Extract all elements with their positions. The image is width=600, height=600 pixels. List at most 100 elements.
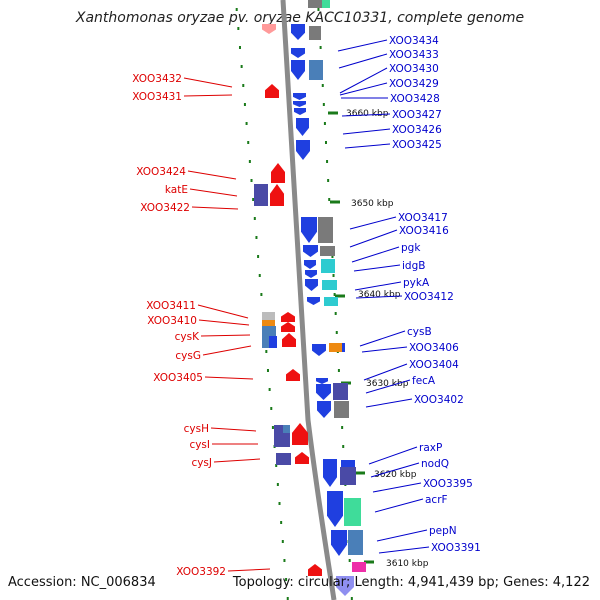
leader-line — [342, 128, 391, 135]
strand-dot — [265, 350, 268, 353]
gene-arrow-forward — [317, 401, 331, 418]
genome-summary-text: Topology: circular; Length: 4,941,439 bp… — [232, 575, 590, 590]
strand-dot — [334, 312, 337, 315]
gene-arrow-forward — [293, 93, 306, 100]
leader-line — [183, 77, 233, 88]
gene-block — [254, 184, 268, 206]
gene-label-pgk: pgk — [401, 242, 421, 254]
scale-tick-label: 3630 kbp — [366, 379, 409, 389]
gene-block — [322, 0, 330, 8]
gene-arrow-forward — [316, 378, 328, 384]
strand-dot — [238, 46, 241, 49]
leader-line — [349, 229, 398, 248]
gene-label-cysj: cysJ — [191, 457, 212, 469]
leader-line — [344, 143, 391, 149]
gene-block — [320, 246, 335, 256]
leader-line — [338, 53, 388, 69]
strand-dot — [283, 559, 286, 562]
gene-label-nodq: nodQ — [421, 458, 449, 470]
gene-arrow-reverse — [292, 423, 308, 445]
leader-line — [376, 529, 428, 542]
gene-block — [334, 401, 349, 418]
leader-line — [351, 246, 400, 263]
strand-dot — [253, 217, 256, 220]
leader-line — [339, 82, 388, 96]
gene-block — [352, 562, 366, 572]
strand-dot — [324, 141, 327, 144]
leader-line — [365, 379, 411, 394]
strand-dot — [280, 521, 283, 524]
gene-arrow-forward — [291, 24, 305, 40]
leader-line — [353, 264, 401, 272]
leader-line — [204, 376, 254, 380]
strand-dot — [250, 179, 253, 182]
leader-line — [372, 482, 422, 493]
gene-block — [329, 343, 342, 352]
strand-dot — [258, 274, 261, 277]
gene-label-cysb: cysB — [407, 326, 432, 338]
leader-line — [341, 113, 391, 117]
gene-block — [342, 343, 345, 352]
gene-block — [322, 280, 337, 290]
strand-dot — [257, 255, 260, 258]
gene-block — [321, 259, 335, 273]
strand-dot — [328, 198, 331, 201]
leader-line — [374, 498, 424, 513]
gene-label-xoo3405: XOO3405 — [153, 372, 203, 384]
gene-label-xoo3410: XOO3410 — [147, 315, 197, 327]
gene-label-xoo3425: XOO3425 — [392, 139, 442, 151]
gene-arrow-forward — [327, 491, 343, 527]
gene-label-xoo3426: XOO3426 — [392, 124, 442, 136]
gene-label-xoo3412: XOO3412 — [404, 291, 454, 303]
gene-block — [309, 60, 323, 80]
gene-block — [283, 425, 290, 433]
gene-label-xoo3434: XOO3434 — [389, 35, 439, 47]
gene-label-cysh: cysH — [184, 423, 209, 435]
gene-label-pyka: pykA — [403, 277, 430, 289]
gene-label-xoo3430: XOO3430 — [389, 63, 439, 75]
gene-label-xoo3417: XOO3417 — [398, 212, 448, 224]
strand-dot — [348, 559, 351, 562]
leader-line — [361, 346, 408, 353]
gene-label-xoo3424: XOO3424 — [136, 166, 186, 178]
gene-block — [269, 336, 277, 348]
gene-arrow-reverse — [265, 84, 279, 98]
leader-line — [365, 398, 413, 408]
strand-dot — [275, 464, 278, 467]
gene-block — [344, 498, 361, 526]
gene-arrow-forward — [307, 297, 320, 305]
gene-arrow-forward — [303, 245, 318, 257]
leader-line — [187, 170, 237, 180]
gene-arrow-forward — [331, 530, 347, 556]
gene-block — [309, 26, 321, 40]
leader-line — [378, 546, 430, 554]
strand-dot — [255, 236, 258, 239]
strand-dot — [286, 597, 289, 600]
gene-block — [318, 217, 333, 243]
gene-arrow-reverse — [270, 184, 284, 206]
strand-dot — [285, 578, 288, 581]
gene-label-xoo3395: XOO3395 — [423, 478, 473, 490]
gene-arrow-reverse — [295, 452, 309, 464]
gene-label-xoo3392: XOO3392 — [176, 566, 226, 578]
strand-dot — [247, 141, 250, 144]
gene-arrow-forward — [291, 48, 305, 58]
strand-dot — [341, 426, 344, 429]
gene-label-xoo3416: XOO3416 — [399, 225, 449, 237]
gene-label-xoo3432: XOO3432 — [132, 73, 182, 85]
gene-features — [254, 0, 366, 596]
gene-arrow-reverse — [262, 24, 276, 34]
gene-label-xoo3428: XOO3428 — [390, 93, 440, 105]
gene-label-cysi: cysI — [189, 439, 210, 451]
label-leaders — [183, 39, 430, 572]
accession-text: Accession: NC_006834 — [8, 575, 156, 590]
strand-dot — [237, 27, 240, 30]
strand-dot — [323, 122, 326, 125]
gene-label-raxp: raxP — [419, 442, 442, 454]
strand-dot — [326, 160, 329, 163]
strand-dot — [268, 388, 271, 391]
gene-arrow-reverse — [308, 564, 322, 576]
gene-arrow-reverse — [271, 163, 285, 183]
leader-line — [183, 94, 233, 97]
